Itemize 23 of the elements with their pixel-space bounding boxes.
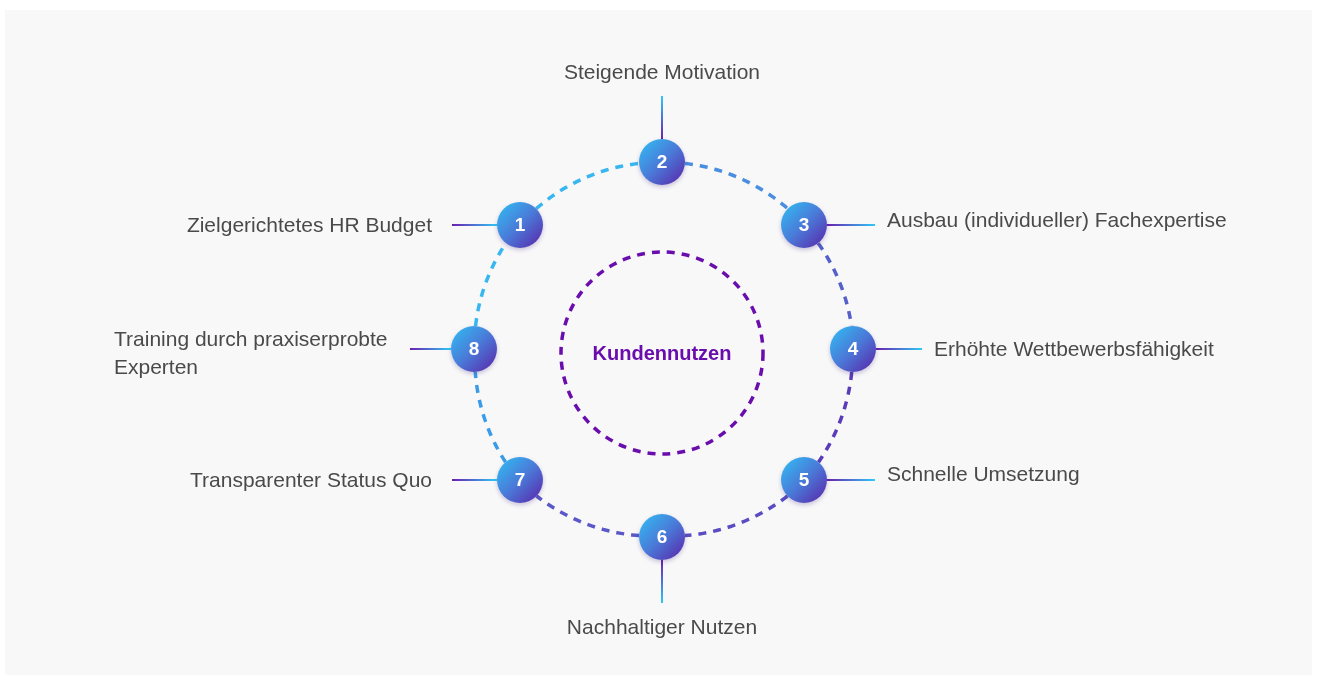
benefit-label: Transparenter Status Quo: [190, 466, 452, 494]
connector-line: [409, 348, 452, 350]
benefit-label: Erhöhte Wettbewerbsfähigkeit: [922, 335, 1214, 363]
benefit-label: Schnelle Umsetzung: [875, 460, 1080, 488]
benefit-label: Training durch praxiserprobte Experten: [114, 325, 410, 381]
connector-line: [451, 224, 498, 226]
benefit-label: Zielgerichtetes HR Budget: [186, 211, 452, 239]
connector-line: [875, 348, 923, 350]
dashed-ring-arc: [535, 494, 640, 538]
connector-line: [661, 559, 663, 604]
connector-line: [826, 224, 876, 226]
dashed-ring-arc: [684, 161, 789, 211]
benefit-label: Ausbau (individueller) Fachexpertise: [875, 206, 1227, 234]
dashed-ring-arc: [684, 494, 789, 538]
connector-line: [661, 95, 663, 140]
center-circle: Kundennutzen: [559, 250, 765, 456]
benefit-label: Steigende Motivation: [563, 58, 761, 96]
dashed-ring-arc: [535, 161, 640, 211]
dashed-ring-arc: [817, 371, 854, 464]
connector-line: [451, 479, 498, 481]
connector-line: [826, 479, 876, 481]
benefit-label: Nachhaltiger Nutzen: [566, 603, 758, 641]
dashed-ring-arc: [473, 371, 507, 464]
